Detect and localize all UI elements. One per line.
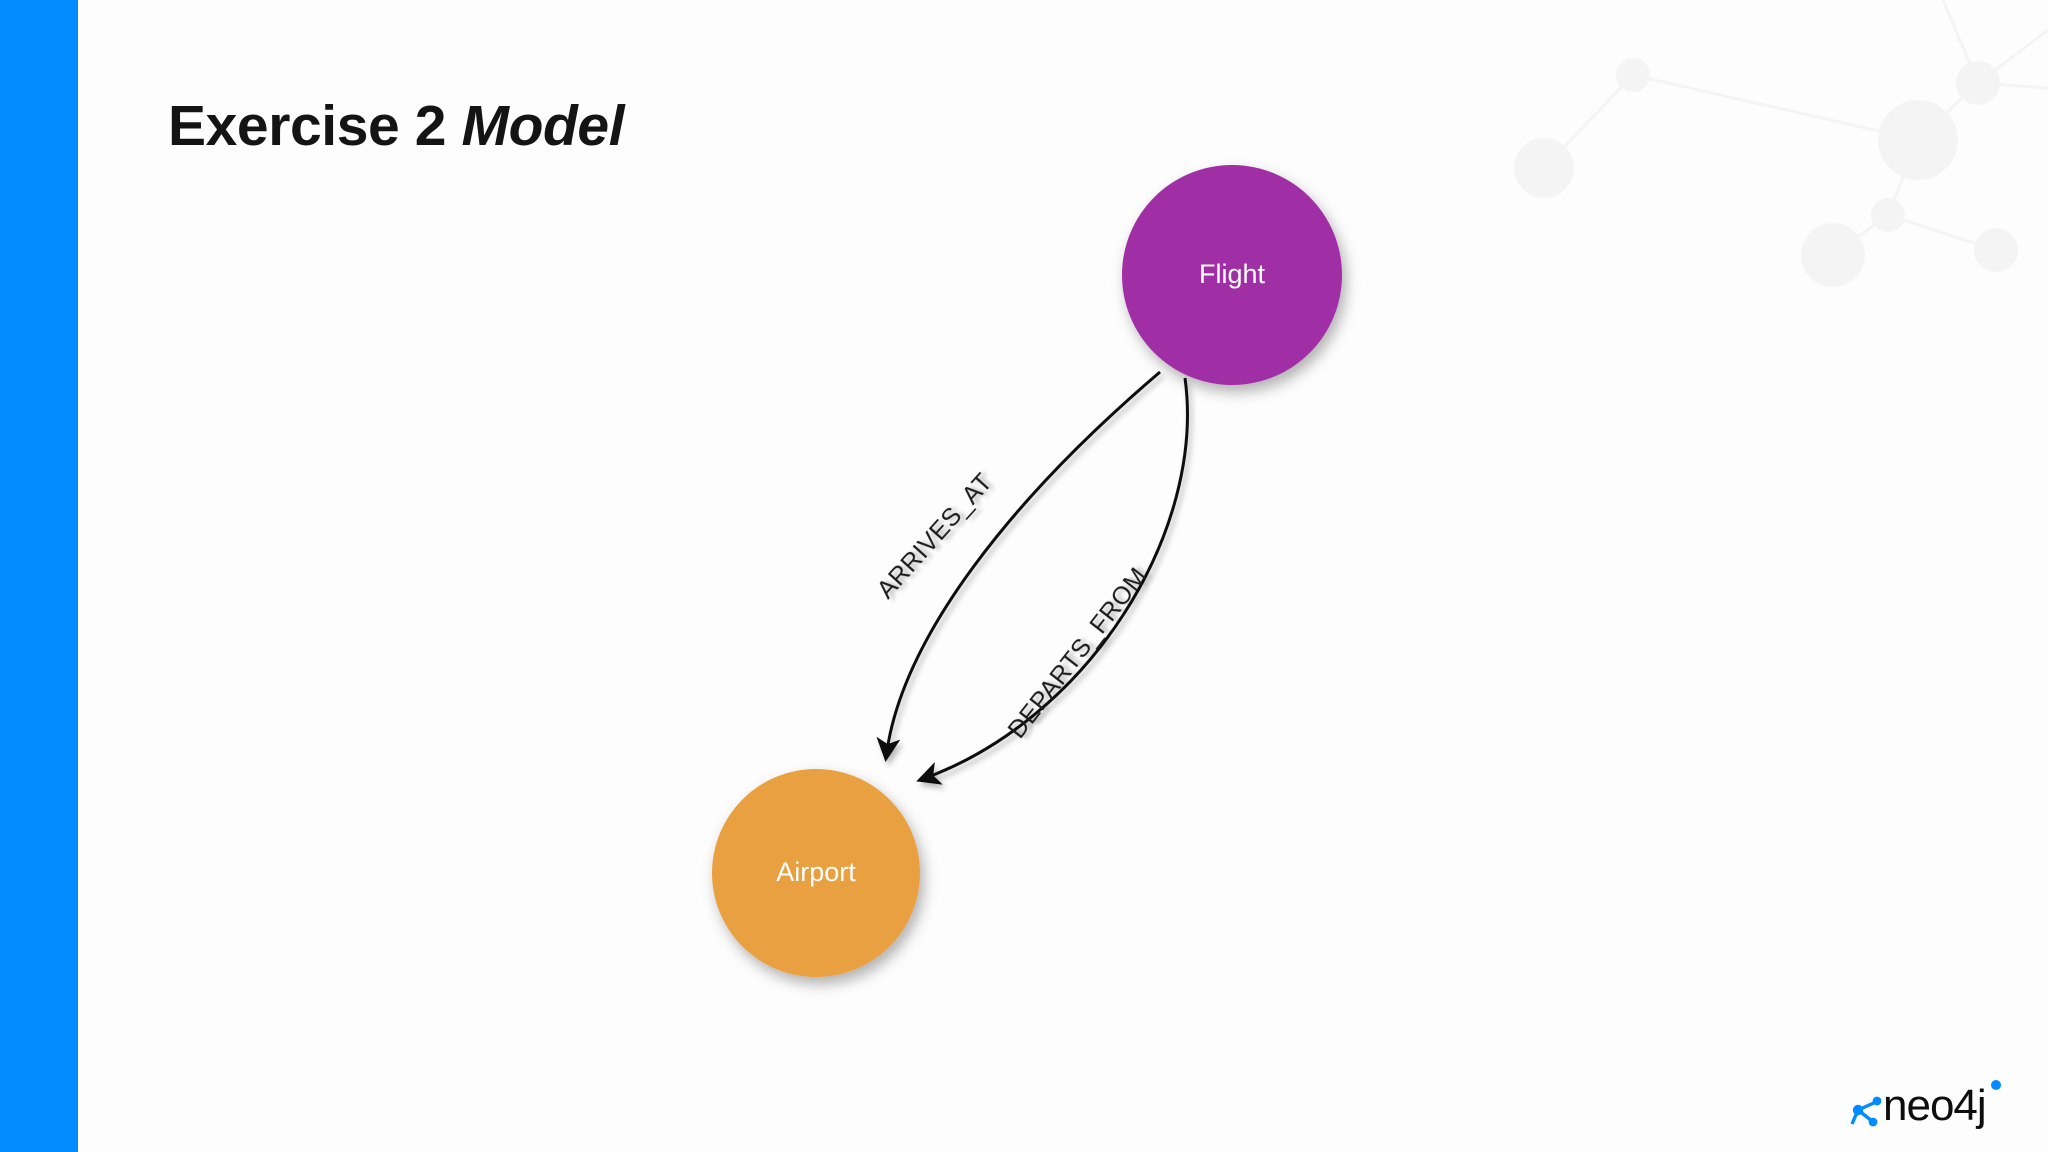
- neo4j-logo-j-dot: [1991, 1080, 2001, 1090]
- graph-node-flight-label: Flight: [1199, 259, 1266, 289]
- relationship-arrives-at[interactable]: ARRIVES_AT: [872, 370, 1161, 762]
- page-title-emphasis: Model: [461, 94, 625, 158]
- relationship-arrives-at-label: ARRIVES_AT: [872, 468, 998, 604]
- graph-node-flight[interactable]: Flight: [1122, 165, 1342, 385]
- neo4j-logo-mark: [1850, 1096, 1882, 1127]
- neo4j-logo-wordmark: neo4j: [1883, 1081, 1986, 1130]
- relationship-arrives-at-line: [876, 370, 1161, 762]
- relationship-departs-from[interactable]: DEPARTS_FROM: [916, 377, 1189, 785]
- graph-node-flight-circle: [1122, 165, 1342, 385]
- page-title: Exercise 2 Model: [168, 94, 625, 158]
- neo4j-logo: neo4j: [1850, 1080, 2001, 1130]
- relationship-departs-from-label: DEPARTS_FROM: [1003, 562, 1153, 743]
- graph-node-airport-label: Airport: [776, 857, 856, 887]
- graph-node-airport[interactable]: Airport: [712, 769, 920, 977]
- relationship-departs-from-line: [916, 377, 1189, 785]
- left-accent-bar: [0, 0, 78, 1152]
- graph-node-airport-circle: [712, 769, 920, 977]
- page-title-main: Exercise 2: [168, 94, 462, 158]
